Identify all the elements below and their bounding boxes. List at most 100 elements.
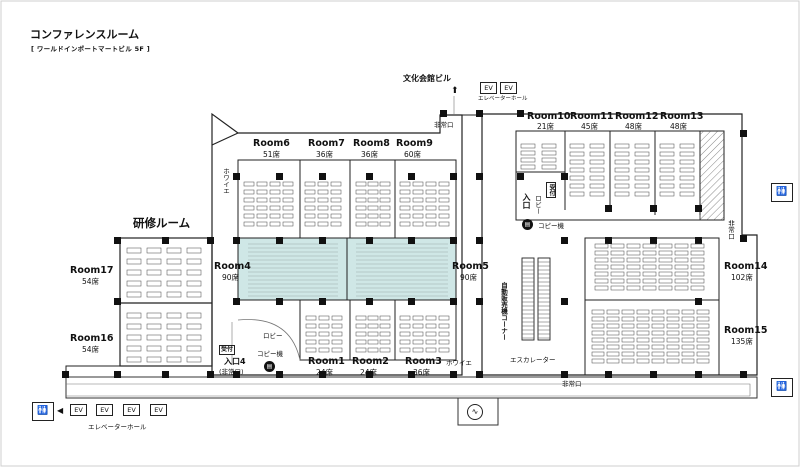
desk <box>651 323 665 329</box>
desk <box>379 221 391 227</box>
pillar <box>366 298 373 305</box>
desk <box>681 330 695 336</box>
room12-seats: 48席 <box>625 122 643 131</box>
desk <box>367 181 379 187</box>
pillar <box>476 298 483 305</box>
desk <box>696 351 710 357</box>
pillar <box>114 298 121 305</box>
room1-name[interactable]: Room1 <box>308 356 345 367</box>
desk <box>636 337 650 343</box>
desk <box>591 309 605 315</box>
foyer-west-label: ホワイエ <box>221 168 230 194</box>
room6-name[interactable]: Room6 <box>253 138 290 149</box>
escalator-label: エスカレーター <box>510 356 556 364</box>
desk <box>367 221 379 227</box>
desk <box>412 205 424 211</box>
emergency-exit-north-label: 非常口 <box>434 121 454 129</box>
pillar <box>517 110 524 117</box>
room5-name[interactable]: Room5 <box>452 261 489 272</box>
desk <box>166 269 182 276</box>
desk <box>379 347 391 353</box>
desk <box>355 323 367 329</box>
room16-name[interactable]: Room16 <box>70 333 114 344</box>
desk <box>594 257 609 263</box>
desk <box>621 309 635 315</box>
desk <box>331 339 343 345</box>
desk <box>304 221 316 227</box>
pillar <box>650 371 657 378</box>
desk <box>399 197 411 203</box>
desk <box>651 344 665 350</box>
room11-name[interactable]: Room11 <box>570 111 614 122</box>
pillar <box>695 237 702 244</box>
desk <box>666 337 680 343</box>
desk <box>243 221 255 227</box>
room10-name[interactable]: Room10 <box>527 111 571 122</box>
desk <box>146 356 162 363</box>
desk <box>330 197 342 203</box>
room12-name[interactable]: Room12 <box>615 111 659 122</box>
desk <box>425 213 437 219</box>
room17-name[interactable]: Room17 <box>70 265 114 276</box>
desk <box>569 143 585 149</box>
room2-seats: 24席 <box>360 368 378 377</box>
pillar <box>517 173 524 180</box>
desk <box>674 285 689 291</box>
elevator-hall-bottom-label: エレベーターホール <box>88 423 147 431</box>
smoking-area-icon: ∿ <box>467 404 483 420</box>
room13-name[interactable]: Room13 <box>660 111 704 122</box>
desk <box>659 151 675 157</box>
desk <box>626 243 641 249</box>
desk <box>425 315 437 321</box>
desk <box>256 221 268 227</box>
desk <box>438 323 450 329</box>
room6-seats: 51席 <box>263 150 281 159</box>
restroom-icon: 🚻 <box>771 183 793 202</box>
desk <box>626 278 641 284</box>
desk <box>610 285 625 291</box>
desk <box>634 191 650 197</box>
desk <box>520 143 536 149</box>
room4-name[interactable]: Room4 <box>214 261 251 272</box>
desk <box>659 159 675 165</box>
pillar <box>276 173 283 180</box>
desk <box>438 213 450 219</box>
pillar <box>366 237 373 244</box>
desk <box>318 331 330 337</box>
desk <box>282 213 294 219</box>
desk <box>659 191 675 197</box>
desk <box>330 205 342 211</box>
room15-name[interactable]: Room15 <box>724 325 768 336</box>
desk <box>425 205 437 211</box>
desk <box>355 181 367 187</box>
desk <box>412 213 424 219</box>
desk <box>379 205 391 211</box>
room14-name[interactable]: Room14 <box>724 261 768 272</box>
desk <box>166 291 182 298</box>
desk <box>679 159 695 165</box>
desk <box>367 315 379 321</box>
room7-name[interactable]: Room7 <box>308 138 345 149</box>
room8-name[interactable]: Room8 <box>353 138 390 149</box>
room2-name[interactable]: Room2 <box>352 356 389 367</box>
desk <box>589 167 605 173</box>
room9-name[interactable]: Room9 <box>396 138 433 149</box>
pillar <box>650 237 657 244</box>
room3-name[interactable]: Room3 <box>405 356 442 367</box>
desk <box>690 264 705 270</box>
desk <box>355 339 367 345</box>
entrance4-text: 入口 <box>224 357 240 366</box>
desk <box>146 280 162 287</box>
desk <box>651 309 665 315</box>
desk <box>674 243 689 249</box>
desk <box>305 347 317 353</box>
desk <box>355 331 367 337</box>
entrance4-label: 入口4 <box>224 357 246 366</box>
desk <box>166 334 182 341</box>
desk <box>269 189 281 195</box>
entrance-east-label: 入口 <box>522 193 531 209</box>
desk <box>610 250 625 256</box>
elevator-bottom-4: EV <box>150 404 167 416</box>
pillar <box>276 298 283 305</box>
desk <box>658 250 673 256</box>
